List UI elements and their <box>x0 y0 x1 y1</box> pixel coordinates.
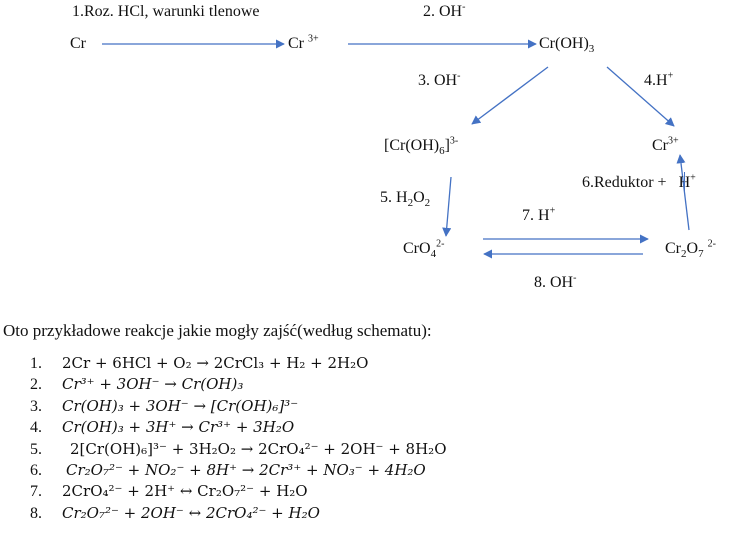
scheme-arrows <box>102 39 690 259</box>
node-croh6: [Cr(OH)6]3- <box>384 135 459 158</box>
reaction-equation: 2[Cr(OH)₆]³⁻ + 3H₂O₂ → 2CrO₄²⁻ + 2OH⁻ + … <box>70 439 447 458</box>
list-item: 6.Cr₂O₇²⁻ + NO₂⁻ + 8H⁺ → 2Cr³⁺ + NO₃⁻ + … <box>30 460 426 479</box>
step1-label: 1.Roz. HCl, warunki tlenowe <box>72 3 260 20</box>
arrow-croh3-to-cr3 <box>606 66 675 127</box>
node-cr2o7: Cr2O7 2- <box>665 238 716 261</box>
step8-label: 8. OH- <box>534 272 577 291</box>
step5-label: 5. H2O2 <box>380 189 431 210</box>
reaction-equation: Cr₂O₇²⁻ + 2OH⁻ ↔ 2CrO₄²⁻ + H₂O <box>62 503 320 522</box>
step2-label: 2. OH- <box>423 1 466 20</box>
step6-label: 6.Reduktor + H+ <box>582 172 696 191</box>
reaction-equation: Cr(OH)₃ + 3H⁺ → Cr³⁺ + 3H₂O <box>62 418 295 437</box>
reaction-list: 1.2Cr + 6HCl + O₂ → 2CrCl₃ + H₂ + 2H₂O 2… <box>30 353 447 524</box>
step7-label: 7. H+ <box>522 205 556 224</box>
list-item: 1.2Cr + 6HCl + O₂ → 2CrCl₃ + H₂ + 2H₂O <box>30 354 369 372</box>
list-item: 3.Cr(OH)₃ + 3OH⁻ → [Cr(OH)₆]³⁻ <box>30 396 299 415</box>
list-item: 8.Cr₂O₇²⁻ + 2OH⁻ ↔ 2CrO₄²⁻ + H₂O <box>30 503 320 522</box>
reductor-divider <box>684 172 685 194</box>
reaction-equation: 2Cr + 6HCl + O₂ → 2CrCl₃ + H₂ + 2H₂O <box>62 354 369 372</box>
reaction-equation: Cr(OH)₃ + 3OH⁻ → [Cr(OH)₆]³⁻ <box>62 396 299 415</box>
node-cr3-right: Cr3+ <box>652 135 679 154</box>
node-cro4: CrO42- <box>403 238 445 261</box>
list-item: 4.Cr(OH)₃ + 3H⁺ → Cr³⁺ + 3H₂O <box>30 418 295 437</box>
list-item: 2.Cr³⁺ + 3OH⁻ → Cr(OH)₃ <box>30 375 244 394</box>
arrow-croh3-to-croh6 <box>471 66 549 125</box>
reaction-equation: Cr₂O₇²⁻ + NO₂⁻ + 8H⁺ → 2Cr³⁺ + NO₃⁻ + 4H… <box>66 460 426 479</box>
step4-label: 4.H+ <box>644 70 674 89</box>
arrow-croh6-to-cro4 <box>442 176 452 237</box>
node-cr: Cr <box>70 35 86 52</box>
step3-label: 3. OH- <box>418 70 461 89</box>
node-croh3: Cr(OH)3 <box>539 35 595 56</box>
intro-text: Oto przykładowe reakcje jakie mogły zajś… <box>3 321 432 340</box>
list-item: 5.2[Cr(OH)₆]³⁻ + 3H₂O₂ → 2CrO₄²⁻ + 2OH⁻ … <box>30 439 447 458</box>
list-item: 7.2CrO₄²⁻ + 2H⁺ ↔ Cr₂O₇²⁻ + H₂O <box>30 482 308 501</box>
reaction-equation: Cr³⁺ + 3OH⁻ → Cr(OH)₃ <box>62 375 244 394</box>
reaction-equation: 2CrO₄²⁻ + 2H⁺ ↔ Cr₂O₇²⁻ + H₂O <box>62 482 308 501</box>
node-cr3-top: Cr 3+ <box>288 33 319 52</box>
